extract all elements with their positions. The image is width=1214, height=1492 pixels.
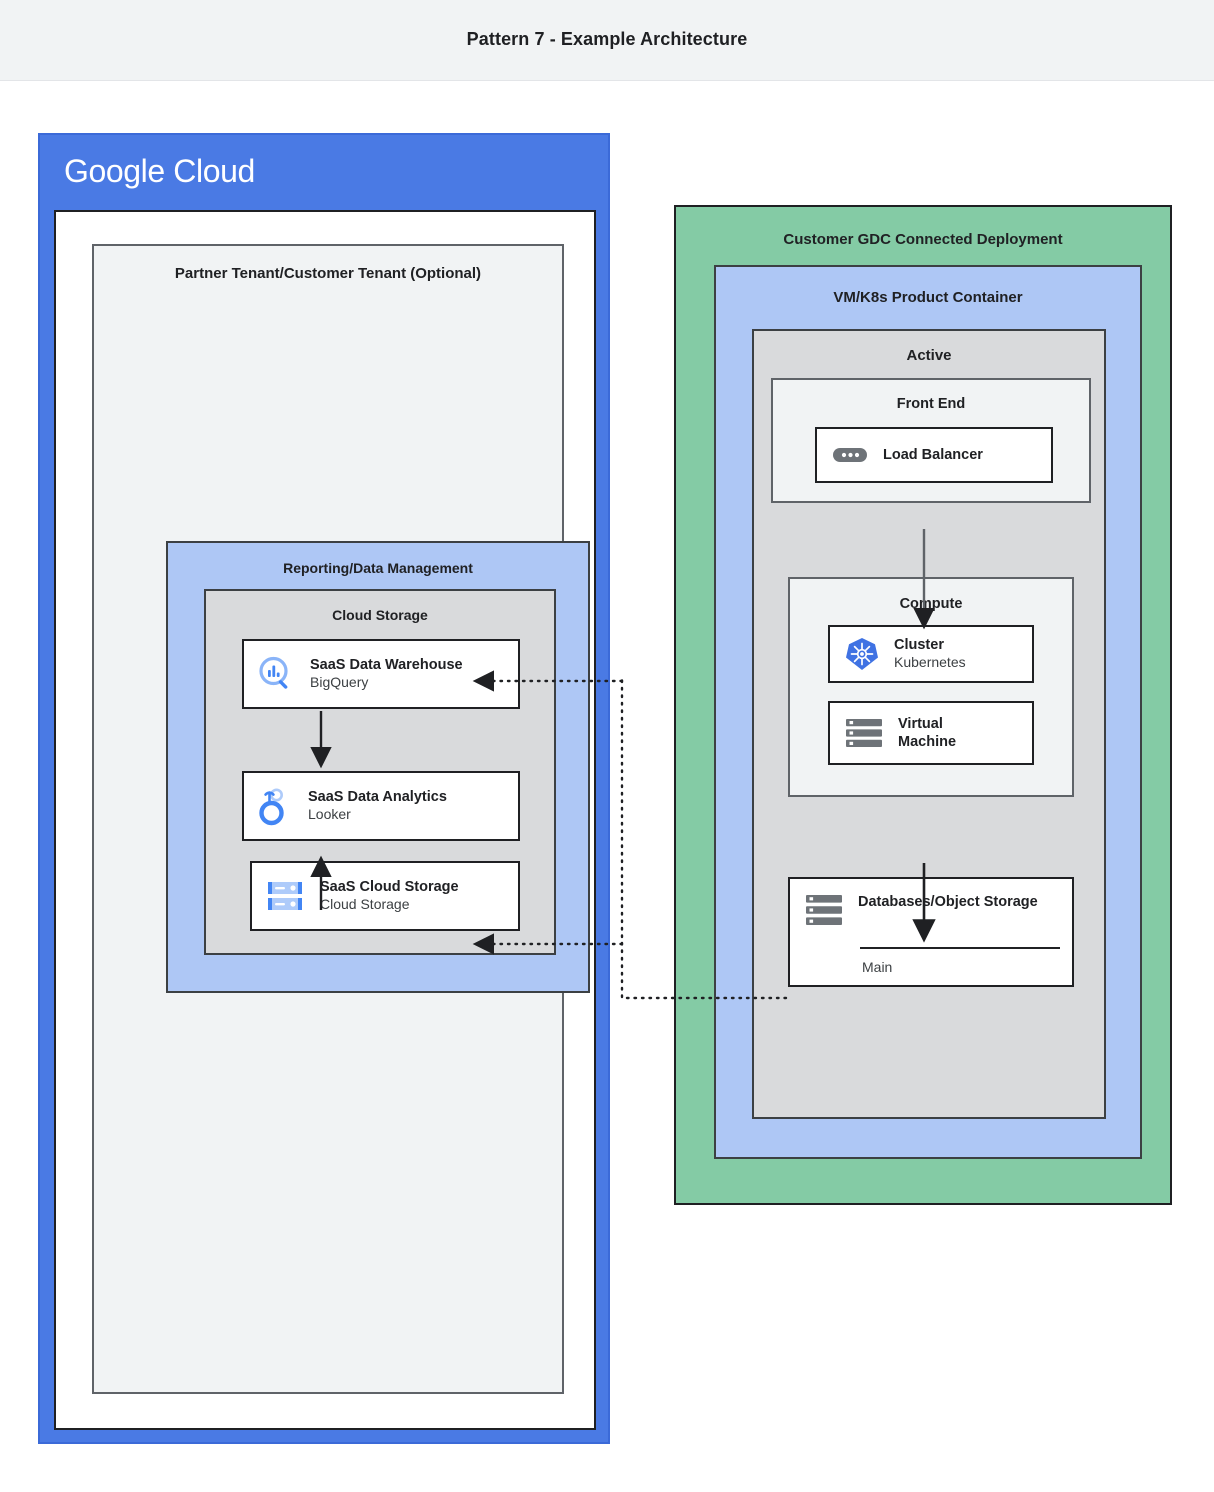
card-saas-data-warehouse-subtitle: BigQuery <box>310 674 369 691</box>
card-virtual-machine-title: Virtual Machine <box>898 715 957 750</box>
card-virtual-machine-text: Virtual Machine <box>898 715 956 751</box>
vm-k8s-title: VM/K8s Product Container <box>833 289 1023 306</box>
virtual-machine-icon <box>844 717 884 749</box>
card-saas-data-analytics-text: SaaS Data Analytics Looker <box>308 788 447 824</box>
card-cluster-text: Cluster Kubernetes <box>894 636 966 672</box>
active-group: Active Front End <box>752 329 1106 1119</box>
compute-title: Compute <box>899 596 963 612</box>
cloud-storage-icon <box>264 880 306 912</box>
header-band: Pattern 7 - Example Architecture <box>0 0 1214 81</box>
google-cloud-logo-google: Google <box>64 153 165 189</box>
database-icon <box>804 893 844 932</box>
card-cluster[interactable]: Cluster Kubernetes <box>828 625 1034 683</box>
kubernetes-icon <box>844 636 880 672</box>
card-saas-data-analytics-subtitle: Looker <box>308 806 351 823</box>
vm-k8s-product-container: VM/K8s Product Container Active Front En… <box>714 265 1142 1159</box>
active-title: Active <box>906 347 952 364</box>
google-cloud-logo: Google Cloud <box>64 153 255 190</box>
card-saas-cloud-storage-subtitle: Cloud Storage <box>320 896 410 913</box>
page-title: Pattern 7 - Example Architecture <box>466 29 748 49</box>
card-saas-data-warehouse-title: SaaS Data Warehouse <box>310 657 463 674</box>
card-load-balancer-text: Load Balancer <box>883 446 983 464</box>
card-databases-object-storage[interactable]: Databases/Object Storage Main <box>788 877 1074 987</box>
customer-gdc-title: Customer GDC Connected Deployment <box>783 231 1063 248</box>
front-end-title: Front End <box>896 396 966 412</box>
card-cluster-title: Cluster <box>894 637 944 654</box>
google-cloud-inner-panel: Partner Tenant/Customer Tenant (Optional… <box>54 210 596 1430</box>
cloud-storage-group: Cloud Storage <box>204 589 556 955</box>
card-saas-data-analytics[interactable]: SaaS Data Analytics Looker <box>242 771 520 841</box>
card-databases-subtitle: Main <box>862 959 893 975</box>
card-load-balancer[interactable]: Load Balancer <box>815 427 1053 483</box>
card-saas-cloud-storage[interactable]: SaaS Cloud Storage Cloud Storage <box>250 861 520 931</box>
card-saas-cloud-storage-title: SaaS Cloud Storage <box>320 879 459 896</box>
looker-icon <box>256 785 294 827</box>
card-saas-data-analytics-title: SaaS Data Analytics <box>308 789 447 806</box>
card-saas-data-warehouse[interactable]: SaaS Data Warehouse BigQuery <box>242 639 520 709</box>
front-end-group: Front End Load Balancer <box>771 378 1091 503</box>
partner-tenant-title: Partner Tenant/Customer Tenant (Optional… <box>174 265 482 282</box>
card-load-balancer-title: Load Balancer <box>883 446 983 463</box>
partner-tenant-group: Partner Tenant/Customer Tenant (Optional… <box>92 244 590 1394</box>
reporting-data-management-group: Reporting/Data Management Cloud Storage <box>166 541 590 993</box>
card-virtual-machine[interactable]: Virtual Machine <box>828 701 1034 765</box>
compute-group: Compute <box>788 577 1074 797</box>
card-databases-divider <box>860 947 1060 949</box>
google-cloud-logo-cloud: Cloud <box>173 153 255 189</box>
card-cluster-subtitle: Kubernetes <box>894 654 966 671</box>
card-saas-data-warehouse-text: SaaS Data Warehouse BigQuery <box>310 656 463 692</box>
cloud-storage-group-title: Cloud Storage <box>332 607 428 623</box>
customer-gdc-panel: Customer GDC Connected Deployment VM/K8s… <box>674 205 1172 1205</box>
diagram-canvas: Google Cloud Partner Tenant/Customer Ten… <box>0 81 1214 1492</box>
card-saas-cloud-storage-text: SaaS Cloud Storage Cloud Storage <box>320 878 459 914</box>
card-databases-title: Databases/Object Storage <box>858 894 1038 910</box>
bigquery-icon <box>256 654 296 694</box>
card-databases-row: Databases/Object Storage <box>804 893 1038 932</box>
reporting-data-management-title: Reporting/Data Management <box>283 560 473 576</box>
load-balancer-icon <box>833 446 867 464</box>
google-cloud-panel: Google Cloud Partner Tenant/Customer Ten… <box>38 133 610 1444</box>
